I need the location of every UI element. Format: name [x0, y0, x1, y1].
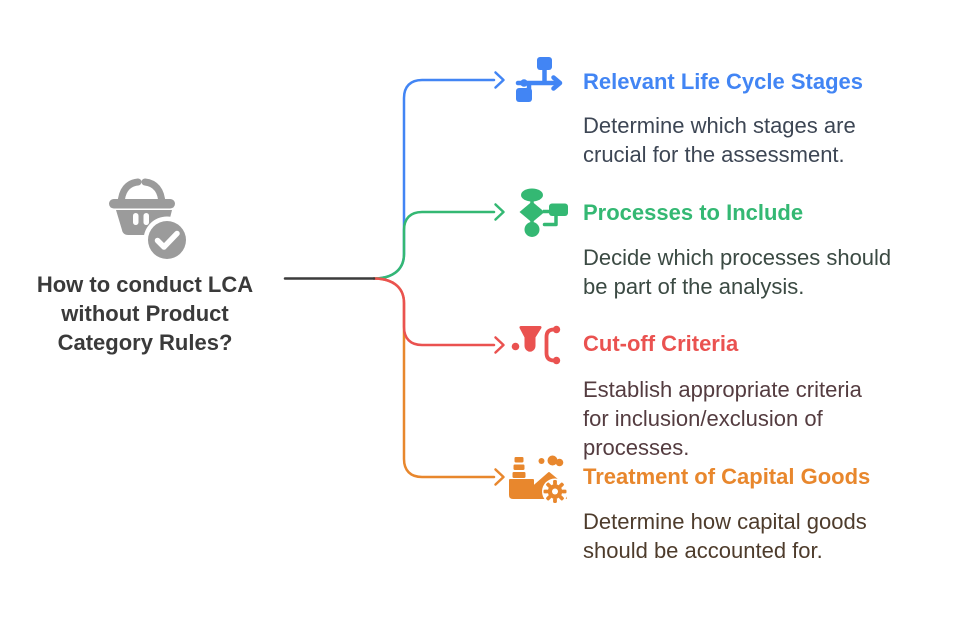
branch-desc-life-cycle-stages: Determine which stages are crucial for t…: [583, 111, 856, 169]
branch-desc-cut-off-criteria: Establish appropriate criteria for inclu…: [583, 375, 862, 462]
branch-line-blue: [372, 78, 496, 280]
desc-line: should be accounted for.: [583, 538, 823, 563]
branch-title-life-cycle-stages: Relevant Life Cycle Stages: [583, 69, 864, 94]
desc-line: processes.: [583, 435, 690, 460]
desc-line: for inclusion/exclusion of: [583, 406, 823, 431]
branch-line-green: [372, 210, 496, 280]
central-question: How to conduct LCA without Product Categ…: [10, 270, 280, 357]
central-question-line: without Product: [61, 301, 229, 326]
branch-line-red: [372, 277, 496, 347]
branch-title-cut-off-criteria: Cut-off Criteria: [583, 331, 739, 356]
desc-line: Determine how capital goods: [583, 509, 867, 534]
desc-line: be part of the analysis.: [583, 274, 805, 299]
branch-desc-processes-to-include: Decide which processes should be part of…: [583, 243, 891, 301]
desc-line: Decide which processes should: [583, 245, 892, 270]
branch-title-treatment-of-capital-goods: Treatment of Capital Goods: [583, 464, 871, 489]
central-question-line: Category Rules?: [57, 330, 233, 355]
branch-title-processes-to-include: Processes to Include: [583, 200, 804, 225]
desc-line: Establish appropriate criteria: [583, 377, 862, 402]
branch-arrowhead-green: [494, 203, 505, 221]
central-question-line: How to conduct LCA: [36, 272, 254, 297]
desc-line: Determine which stages are: [583, 113, 856, 138]
branch-desc-treatment-of-capital-goods: Determine how capital goods should be ac…: [583, 507, 867, 565]
branch-arrowhead-red: [494, 336, 505, 354]
branch-line-orange: [372, 277, 496, 479]
flow-route-icon: [512, 56, 568, 108]
branch-arrowhead-blue: [494, 71, 505, 89]
desc-line: crucial for the assessment.: [583, 142, 845, 167]
branch-arrowhead-orange: [494, 468, 505, 486]
flowchart-icon: [512, 185, 568, 243]
basket-check-icon: [105, 178, 205, 268]
factory-gear-icon: [508, 448, 568, 506]
filter-criteria-icon: [510, 322, 566, 370]
